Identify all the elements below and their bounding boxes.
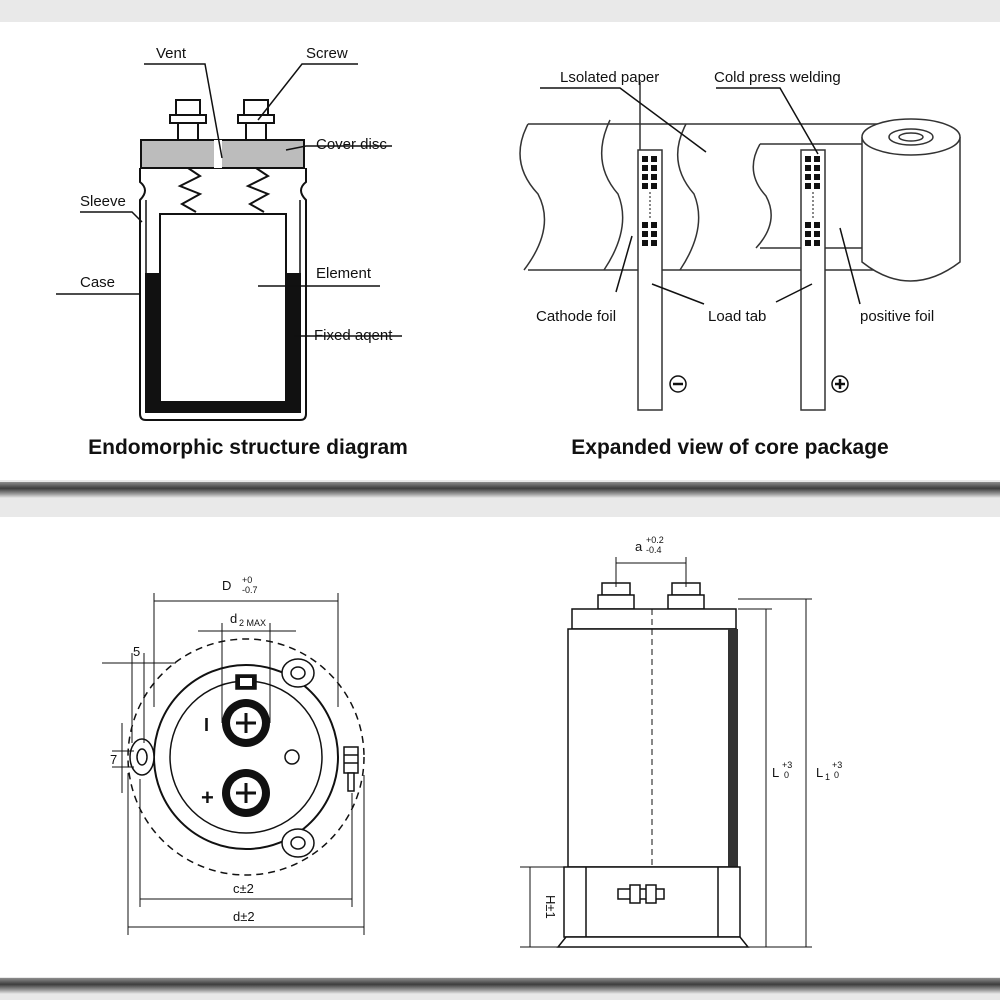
dim-d2-sub: 2 MAX <box>239 618 266 628</box>
dim-d-tol-upper: +0 <box>242 575 252 585</box>
dim-h-label: H±1 <box>543 895 558 919</box>
caption-expanded-core: Expanded view of core package <box>571 436 888 459</box>
dim-l1-tol-upper: +3 <box>832 760 842 770</box>
label-positive-foil: positive foil <box>860 308 934 325</box>
positive-terminal-icon <box>831 375 849 393</box>
foil-roll <box>861 118 961 282</box>
bottom-panel-svg: I + D +0 -0.7 d 2 MAX 5 7 c±2 d±2 <box>102 535 842 948</box>
top-panel: Vent Screw Cover disc Sleeve Case Elemen… <box>0 22 1000 480</box>
side-terminal-left <box>597 582 635 610</box>
label-isolated-paper: Lsolated paper <box>560 69 659 86</box>
capacitor-top-outer <box>153 664 339 850</box>
label-case: Case <box>80 274 115 291</box>
dim-l-label: L <box>772 765 779 780</box>
divider-bar-top <box>0 482 1000 498</box>
load-tab-negative <box>637 149 663 411</box>
dim-l1-tol-lower: 0 <box>834 770 839 780</box>
mounting-ear-top <box>281 658 315 688</box>
bottom-panel: I + D +0 -0.7 d 2 MAX 5 7 c±2 d±2 <box>0 517 1000 977</box>
sleeve-outline <box>139 168 307 421</box>
label-screw: Screw <box>306 45 348 62</box>
core-package-expanded <box>519 82 961 411</box>
lead-left <box>177 167 203 213</box>
dim-l1-label: L <box>816 765 823 780</box>
dim-d-tol-lower: -0.7 <box>242 585 258 595</box>
top-panel-svg: Vent Screw Cover disc Sleeve Case Elemen… <box>56 45 961 459</box>
negative-mark: I <box>204 715 209 735</box>
capacitor-cross-section <box>139 99 307 421</box>
top-view-drawing <box>127 638 365 876</box>
dim-a-tol-lower: -0.4 <box>646 545 662 555</box>
cover-disc <box>140 139 305 169</box>
mounting-ear-bottom <box>281 828 315 858</box>
element-block <box>159 213 287 403</box>
weld-dots <box>642 156 820 246</box>
dim-5: 5 <box>133 644 140 659</box>
dim-a-tol-upper: +0.2 <box>646 535 664 545</box>
terminal-negative <box>222 699 270 747</box>
side-view-drawing <box>556 582 750 948</box>
label-sleeve: Sleeve <box>80 193 126 210</box>
mounting-ear-left <box>129 738 155 776</box>
dim-d-label: D <box>222 578 231 593</box>
screw-terminal-left <box>169 99 207 142</box>
cathode-foil-sheet <box>600 119 624 271</box>
dim-a-label: a <box>635 539 643 554</box>
label-vent: Vent <box>156 45 187 62</box>
label-cold-press-welding: Cold press welding <box>714 69 841 86</box>
top-view-dimensions <box>102 593 365 935</box>
label-load-tab: Load tab <box>708 308 766 325</box>
terminal-positive <box>222 769 270 817</box>
clamp-bolt-icon <box>343 746 359 792</box>
dim-c: c±2 <box>233 881 254 896</box>
load-tab-positive <box>800 149 826 411</box>
dim-l-tol-lower: 0 <box>784 770 789 780</box>
label-fixed-agent: Fixed aqent <box>314 327 393 344</box>
dim-l1-sub: 1 <box>825 772 830 782</box>
divider-bar-bottom <box>0 978 1000 994</box>
lead-right <box>245 167 271 213</box>
positive-mark: + <box>201 785 214 810</box>
dim-l-tol-upper: +3 <box>782 760 792 770</box>
side-body <box>567 628 737 868</box>
side-clamp-bolt <box>617 884 665 904</box>
dim-d: d±2 <box>233 909 255 924</box>
caption-endomorphic: Endomorphic structure diagram <box>88 436 408 459</box>
negative-terminal-icon <box>669 375 687 393</box>
label-element: Element <box>316 265 372 282</box>
left-leader-lines <box>56 63 402 337</box>
dim-7: 7 <box>110 752 117 767</box>
dim-d2-label: d <box>230 611 237 626</box>
side-view-dimensions <box>520 557 812 948</box>
label-cover-disc: Cover disc <box>316 136 387 153</box>
right-leader-lines <box>540 87 861 305</box>
label-cathode-foil: Cathode foil <box>536 308 616 325</box>
side-top-cap <box>571 608 737 630</box>
